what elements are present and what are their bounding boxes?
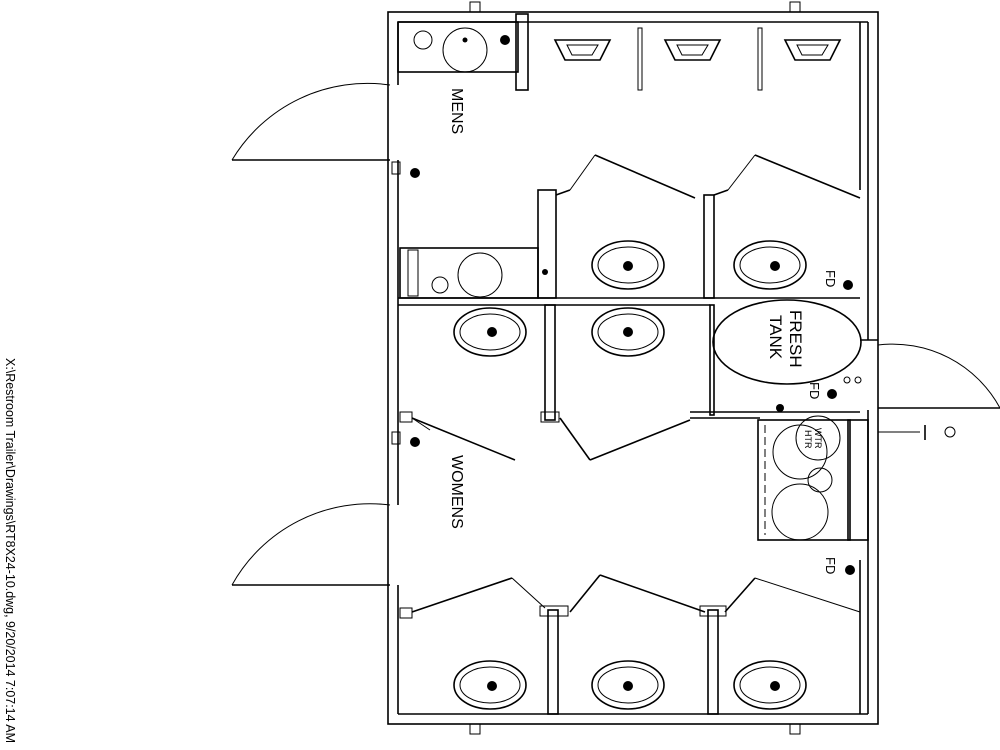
svg-text:FD: FD (823, 270, 838, 287)
floor-drain: FD (807, 382, 837, 399)
mens-sink-2 (399, 247, 548, 299)
svg-text:HTR: HTR (803, 430, 813, 449)
svg-text:FD: FD (823, 557, 838, 574)
svg-text:TANK: TANK (766, 315, 785, 360)
svg-text:FD: FD (807, 382, 822, 399)
mens-label: MENS (448, 88, 465, 134)
mens-entry-door[interactable] (231, 82, 391, 161)
mens-sink-counter (397, 13, 529, 91)
utility-door[interactable] (877, 343, 1000, 409)
womens-label: WOMENS (448, 455, 465, 529)
svg-text:FRESH: FRESH (786, 310, 805, 368)
floor-drain: FD (823, 270, 853, 290)
water-heater-closet: WTR HTR (757, 415, 956, 541)
entry-hose-bib (391, 161, 420, 447)
womens-stalls (399, 304, 861, 715)
floor-drain: FD (823, 557, 855, 575)
fresh-tank: FRESH TANK (709, 299, 862, 416)
file-stamp: X:\Restroom Trailer\Drawings\RT8X24-10.d… (3, 358, 18, 743)
toilets (453, 240, 807, 710)
svg-text:WTR: WTR (813, 428, 823, 449)
urinals (553, 27, 842, 91)
womens-entry-door[interactable] (231, 503, 391, 586)
